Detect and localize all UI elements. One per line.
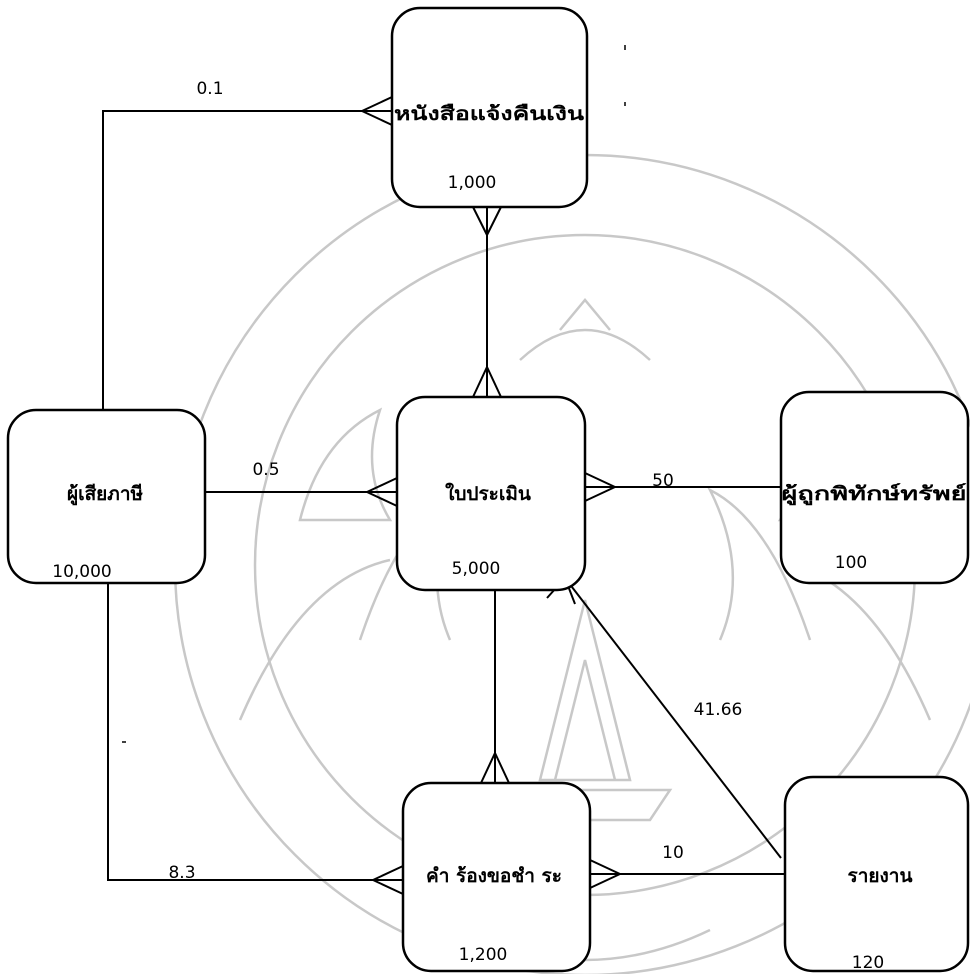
rel-value-taxpayer-assessment: 0.5	[252, 460, 279, 480]
line-taxpayer-request	[107, 583, 403, 881]
rel-value-taxpayer-request: 8.3	[168, 863, 195, 883]
line-taxpayer-refund-letter	[102, 110, 392, 410]
entity-name-refund-letter: หนังสือแจ้งคืนเงิน	[394, 103, 584, 125]
entity-boxes	[6, 6, 970, 973]
entity-name-taxpayer: ผู้เสียภาษี	[67, 483, 144, 506]
entity-volume-property-owner: 100	[835, 553, 867, 573]
entity-box-request	[401, 781, 592, 973]
line-report-assessment	[564, 577, 782, 859]
crowfoot-refund-letter	[361, 96, 393, 126]
crowfoot-request-right	[589, 859, 621, 889]
entity-volume-assessment: 5,000	[452, 559, 501, 579]
rel-value-assessment-property-owner: 50	[652, 471, 674, 491]
crowfoot-request-left	[372, 865, 404, 895]
entity-name-report: รายงาน	[848, 865, 913, 887]
rel-value-report-request: 10	[662, 843, 684, 863]
entity-name-property-owner: ผู้ถูกพิทักษ์ทรัพย์	[782, 483, 967, 506]
crowfoot-request-top	[480, 752, 510, 784]
entity-volume-request: 1,200	[459, 945, 508, 965]
entity-box-refund-letter	[390, 6, 589, 209]
entity-name-assessment: ใบประเมิน	[445, 482, 531, 505]
entity-volume-report: 120	[852, 953, 884, 973]
entity-box-property-owner	[779, 390, 970, 585]
relationship-lines	[102, 96, 785, 895]
crowfoot-assessment-right	[584, 472, 616, 502]
entity-name-request: คำ ร้องขอชำ ระ	[426, 865, 562, 887]
entity-volume-taxpayer: 10,000	[52, 562, 111, 582]
entity-box-report	[783, 775, 970, 973]
entity-box-assessment	[395, 395, 587, 592]
crowfoot-assessment-top	[472, 366, 502, 398]
crowfoot-assessment-left	[366, 477, 398, 507]
stray-marks	[122, 45, 626, 743]
crowfoot-refund-letter-bottom	[472, 206, 502, 236]
entity-box-taxpayer	[6, 408, 207, 585]
rel-value-taxpayer-refund-letter: 0.1	[196, 79, 223, 99]
entity-volume-refund-letter: 1,000	[448, 173, 497, 193]
rel-value-report-assessment: 41.66	[694, 700, 743, 720]
